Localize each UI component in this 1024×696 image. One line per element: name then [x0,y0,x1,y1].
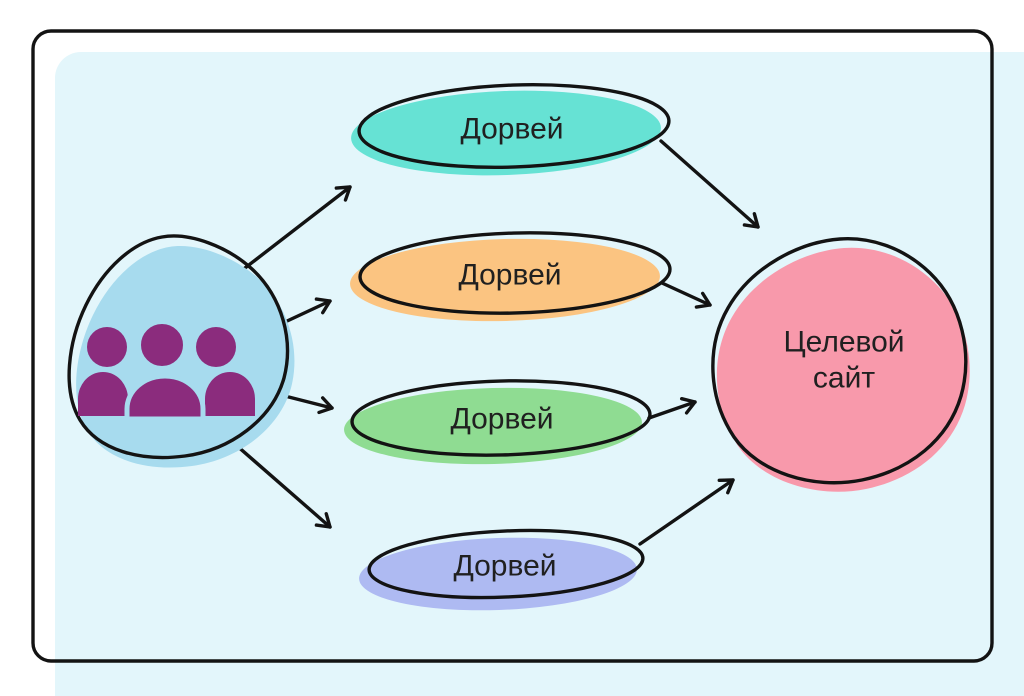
arrow-users-to-doorway-4 [226,436,332,529]
arrow-doorway-1-to-target [659,139,760,229]
doorway-3-label: Дорвей [450,403,553,436]
target-site-label-line1: Целевой [783,326,904,359]
doorway-3-fill [344,387,642,465]
doorway-node-3: Дорвей [344,379,652,465]
user-left-head [87,327,127,367]
arrow-doorway-4-to-target [638,478,735,546]
doorway-2-outline [358,231,672,315]
target-site-node: Целевой сайт [711,237,970,492]
frame-border [31,29,994,663]
doorway-1-outline [357,82,671,170]
doorway-4-label: Дорвей [453,550,556,583]
doorway-node-2: Дорвей [350,231,672,322]
target-site-outline [711,237,968,485]
doorway-2-fill [350,238,660,322]
user-left-body [78,372,128,416]
arrow-doorway-2-to-target [660,281,712,309]
target-site-fill [716,247,970,492]
arrow-users-to-doorway-2 [283,297,332,324]
doorway-3-outline [350,379,652,457]
user-center [124,319,206,422]
background-panel [55,52,1024,696]
arrow-doorway-3-to-target [647,396,697,420]
user-center-head [136,319,188,371]
user-center-body [124,373,206,422]
doorway-node-4: Дорвей [359,528,645,611]
arrows-doorways-to-target [638,139,760,546]
user-right-head [196,327,236,367]
user-right-body [205,372,255,416]
doorway-2-label: Дорвей [458,259,561,292]
doorway-node-1: Дорвей [351,82,671,176]
doorway-1-fill [351,90,661,176]
doorway-4-outline [367,528,645,600]
arrow-users-to-doorway-1 [243,185,352,270]
doorway-1-label: Дорвей [460,113,563,146]
users-icon [78,319,255,422]
target-site-label-line2: сайт [813,362,875,395]
users-blob-outline [67,234,290,460]
users-node [67,234,295,468]
